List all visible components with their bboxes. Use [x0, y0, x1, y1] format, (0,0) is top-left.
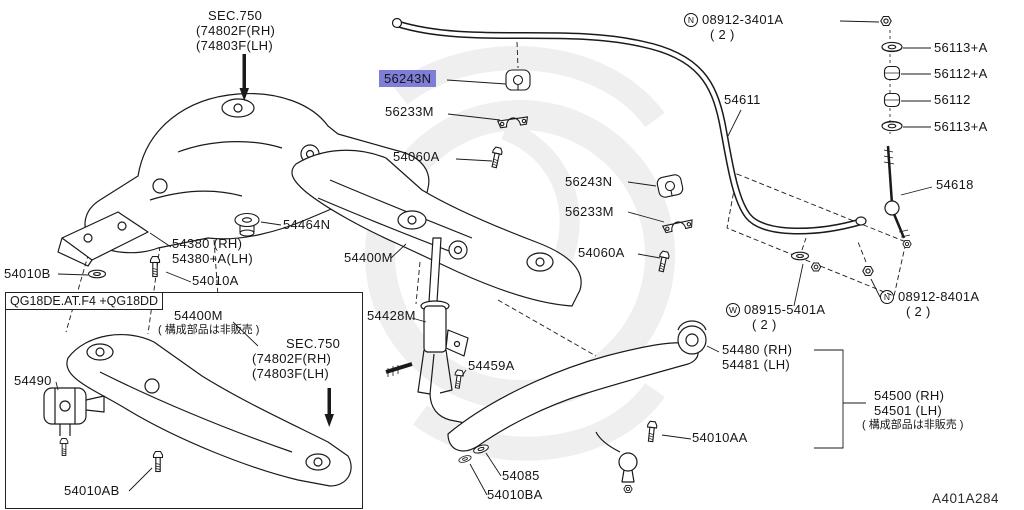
label-54380[interactable]: 54380 (RH) 54380+A(LH) — [172, 236, 253, 266]
construction-lines — [65, 41, 907, 357]
small-parts — [59, 69, 874, 473]
label-54010aa[interactable]: 54010AA — [692, 430, 748, 445]
quantity-note: ( 2 ) — [752, 317, 777, 332]
circled-w-icon: W — [726, 303, 740, 317]
label-54010ba[interactable]: 54010BA — [487, 487, 543, 502]
quantity-note: ( 2 ) — [906, 304, 931, 319]
label-54400m[interactable]: 54400M — [344, 250, 393, 265]
mount-54490-drawing — [43, 387, 105, 436]
circled-n-icon: N — [880, 290, 894, 304]
sec750-title: SEC.750 — [286, 336, 341, 351]
label-56233m-2[interactable]: 56233M — [565, 204, 614, 219]
label-54611[interactable]: 54611 — [724, 92, 761, 107]
label-54060a-top[interactable]: 54060A — [393, 149, 440, 164]
section-arrows — [239, 54, 334, 427]
label-56112[interactable]: 56112 — [934, 92, 971, 107]
label-54085[interactable]: 54085 — [502, 468, 540, 483]
label-54010a[interactable]: 54010A — [192, 273, 239, 288]
label-54400m-box[interactable]: 54400M ( 構成部品は非販売 ) — [158, 308, 260, 336]
sec750-ref-lh: (74803F(LH) — [196, 38, 273, 53]
quantity-note: ( 2 ) — [710, 27, 735, 42]
stabilizer-bar-drawing — [391, 17, 867, 235]
label-56113a-1[interactable]: 56113+A — [934, 40, 988, 55]
label-56112a[interactable]: 56112+A — [934, 66, 988, 81]
label-sec750-top[interactable]: SEC.750 (74802F(RH) (74803F(LH) — [196, 8, 275, 53]
label-56243n-highlighted[interactable]: 56243N — [379, 70, 437, 87]
label-54010ab[interactable]: 54010AB — [64, 483, 120, 498]
bracket-54380-drawing — [57, 211, 149, 267]
label-54459a[interactable]: 54459A — [468, 358, 515, 373]
label-54010b[interactable]: 54010B — [4, 266, 51, 281]
sec750-ref-lh: (74803F(LH) — [252, 366, 329, 381]
not-sold-note: ( 構成部品は非販売 ) — [158, 324, 260, 336]
sec750-ref-rh: (74802F(RH) — [196, 23, 276, 38]
label-54618[interactable]: 54618 — [936, 177, 974, 192]
label-56113a-2[interactable]: 56113+A — [934, 119, 988, 134]
not-sold-note: ( 構成部品は非販売 ) — [862, 419, 964, 431]
leader-lines — [55, 20, 933, 496]
strut-54428m-drawing — [385, 237, 471, 425]
sec750-ref-rh: (74802F(RH) — [252, 351, 332, 366]
circled-n-icon: N — [684, 13, 698, 27]
stabilizer-link-parts — [883, 30, 911, 239]
label-56233m-top[interactable]: 56233M — [385, 104, 434, 119]
control-arm-drawing — [447, 320, 707, 483]
variant-box — [5, 292, 363, 509]
label-56243n-2[interactable]: 56243N — [565, 174, 613, 189]
front-crossmember-drawing — [84, 92, 430, 254]
drawing-number: A401A284 — [932, 491, 1000, 506]
variant-box-title: QG18DE.AT.F4 +QG18DD — [5, 292, 164, 310]
label-54060a-2[interactable]: 54060A — [578, 245, 625, 260]
sec750-title: SEC.750 — [208, 8, 263, 23]
label-sec750-box[interactable]: SEC.750 (74802F(RH) (74803F(LH) — [252, 336, 340, 381]
label-54480[interactable]: 54480 (RH) 54481 (LH) — [722, 342, 793, 372]
label-54464n[interactable]: 54464N — [283, 217, 331, 232]
variant-crossmember-drawing — [66, 333, 352, 487]
label-54428m[interactable]: 54428M — [367, 308, 416, 323]
label-54500[interactable]: 54500 (RH) 54501 (LH) ( 構成部品は非販売 ) — [862, 388, 964, 431]
label-54490[interactable]: 54490 — [14, 373, 52, 388]
crossmember-54400m-drawing — [291, 149, 582, 307]
